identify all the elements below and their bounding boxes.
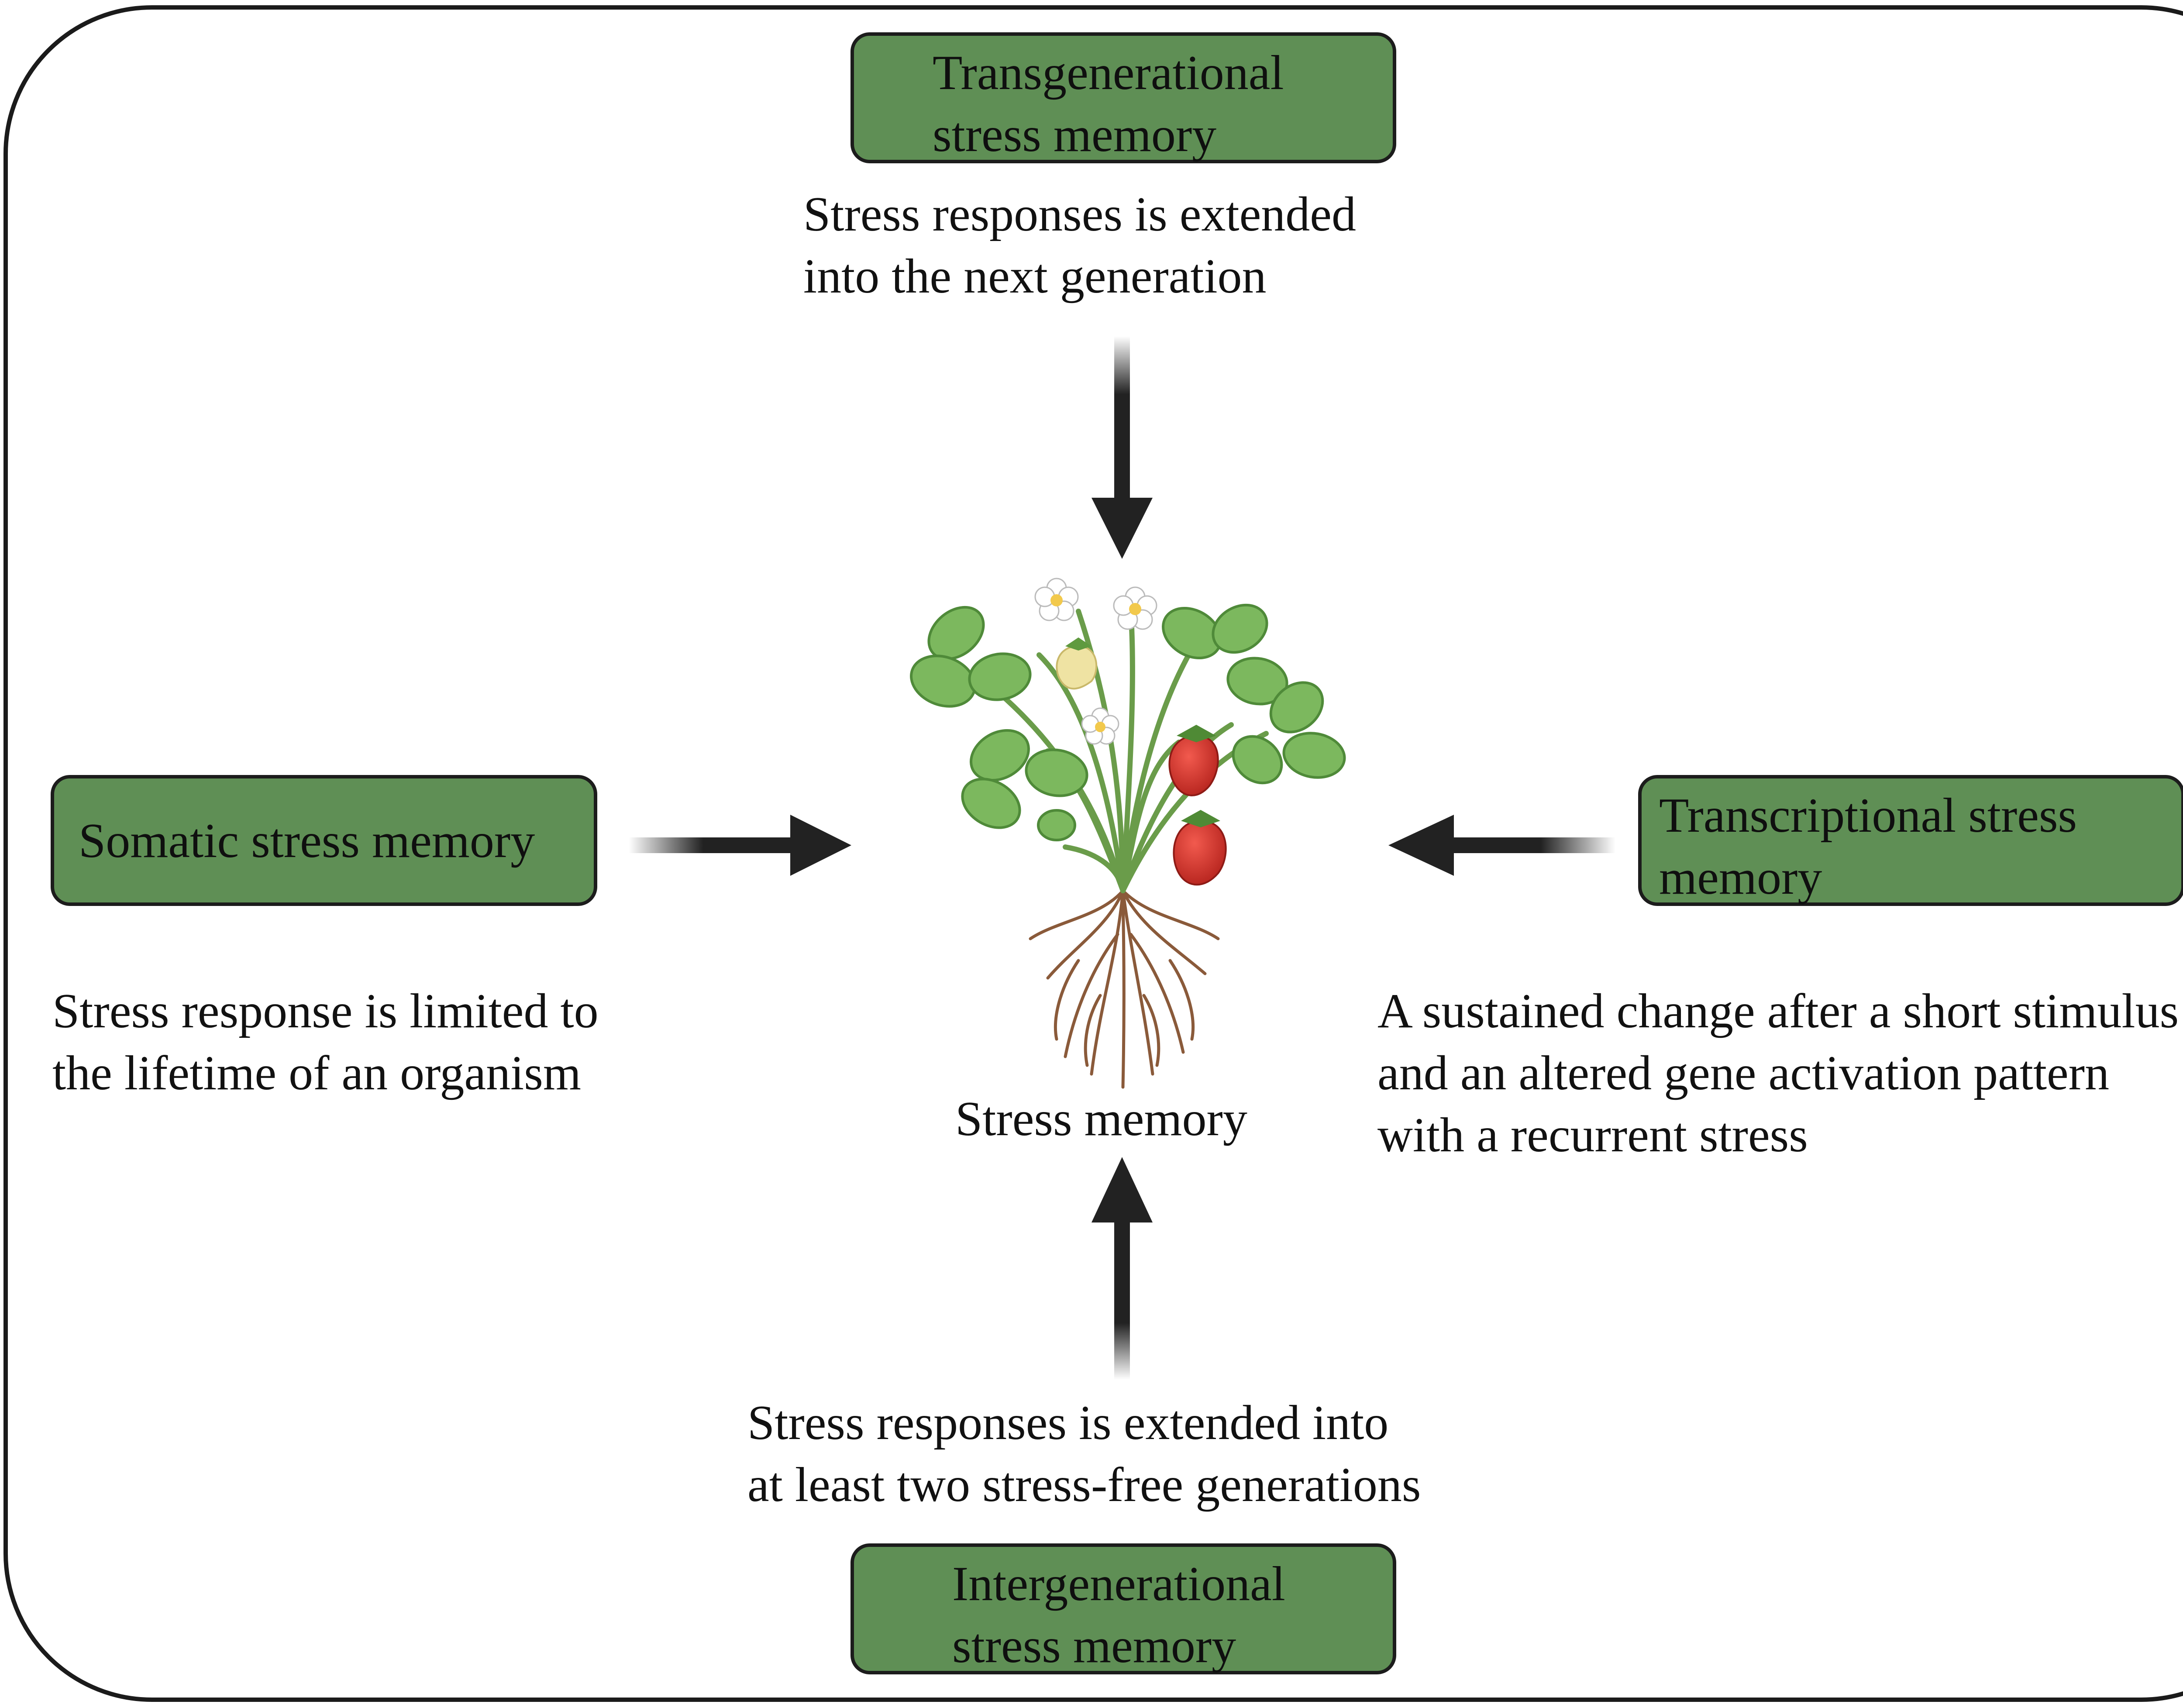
somatic-memory-title: Somatic stress memory — [79, 814, 535, 868]
arrow-from-transcriptional — [1388, 815, 1615, 876]
outer-frame — [3, 5, 2183, 1702]
somatic-memory-description: Stress response is limited to the lifeti… — [52, 984, 599, 1100]
somatic-memory-box: Somatic stress memory — [51, 775, 597, 906]
arrow-from-somatic — [629, 815, 851, 876]
strawberries-icon — [1056, 637, 1227, 886]
roots-icon — [1029, 889, 1220, 1089]
transgenerational-memory-description: Stress responses is extended into the ne… — [803, 187, 1357, 303]
transcriptional-memory-description: A sustained change after a short stimulu… — [1377, 984, 2179, 1162]
transcriptional-memory-box: Transcriptional stress memory — [1638, 775, 2183, 906]
intergenerational-memory-description: Stress responses is extended into at lea… — [747, 1396, 1421, 1512]
transcriptional-memory-title: Transcriptional stress memory — [1659, 789, 2077, 905]
flowers-icon — [1034, 578, 1157, 745]
transgenerational-memory-title: Transgenerational stress memory — [933, 46, 1284, 162]
strawberry-plant-illustration — [910, 578, 1346, 1089]
intergenerational-memory-title: Intergenerational stress memory — [952, 1557, 1285, 1673]
arrow-from-intergenerational — [1092, 1157, 1153, 1380]
center-label-stress-memory: Stress memory — [955, 1092, 1247, 1146]
leaves-icon — [910, 603, 1346, 841]
transgenerational-memory-box: Transgenerational stress memory — [850, 32, 1396, 163]
intergenerational-memory-box: Intergenerational stress memory — [850, 1543, 1396, 1674]
arrow-from-transgenerational — [1092, 336, 1153, 559]
